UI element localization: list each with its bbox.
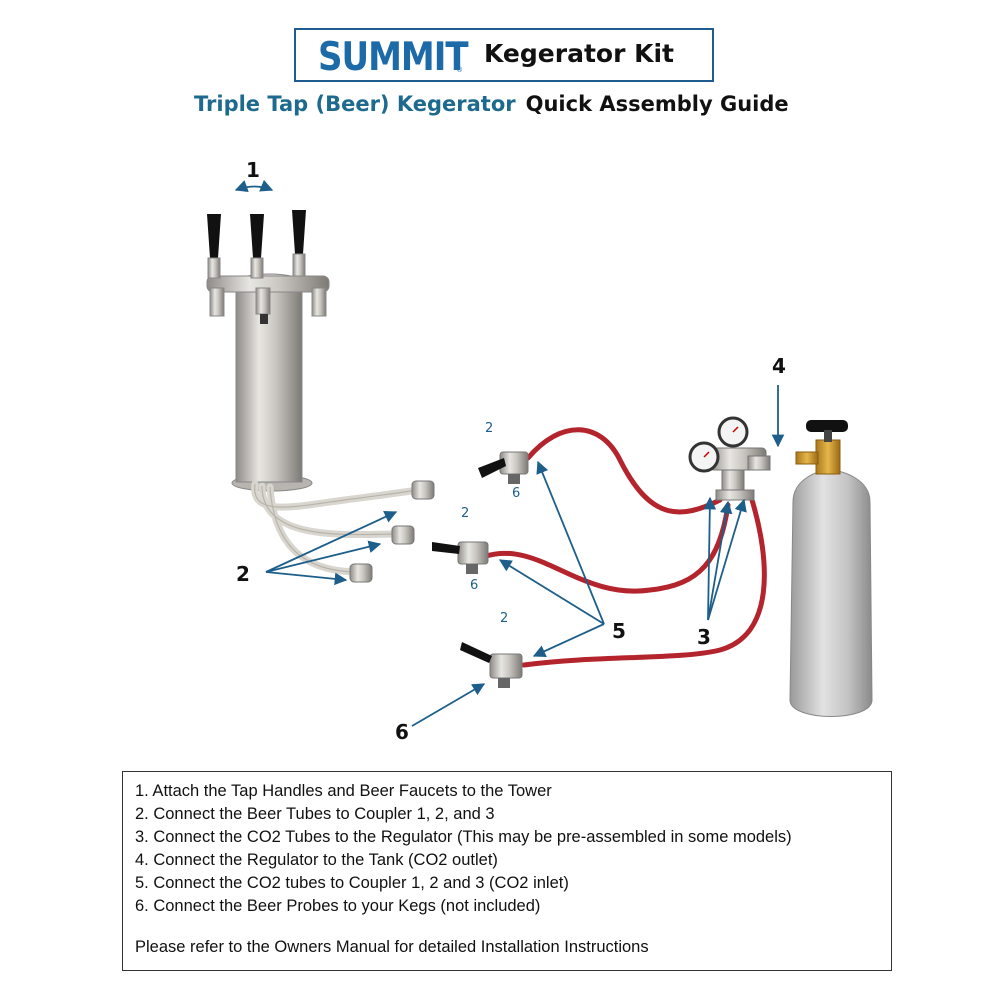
owners-manual-note: Please refer to the Owners Manual for de… bbox=[135, 938, 649, 956]
instruction-step-6: 6. Connect the Beer Probes to your Kegs … bbox=[135, 897, 541, 915]
arrow-3c bbox=[707, 498, 747, 621]
arrow-5b bbox=[498, 559, 605, 625]
coupler-top-label-2: 2 bbox=[485, 421, 493, 436]
arrow-6 bbox=[411, 683, 486, 727]
instruction-step-2: 2. Connect the Beer Tubes to Coupler 1, … bbox=[135, 805, 495, 823]
callout-6: 6 bbox=[395, 720, 409, 744]
co2-hoses bbox=[483, 427, 767, 668]
summit-logo: SUMMIT bbox=[318, 34, 469, 81]
tank-valve-knob bbox=[806, 420, 848, 432]
coupler-middle-label-2: 2 bbox=[461, 506, 469, 521]
arrow-3b bbox=[707, 500, 733, 621]
instruction-step-4: 4. Connect the Regulator to the Tank (CO… bbox=[135, 851, 498, 869]
kit-title: Kegerator Kit bbox=[484, 39, 674, 68]
coupler-top bbox=[478, 451, 529, 484]
tap-handles bbox=[207, 210, 306, 279]
header-box: SUMMIT ® Kegerator Kit bbox=[294, 28, 714, 82]
co2-tank bbox=[789, 420, 873, 717]
coupler-top-label-6: 6 bbox=[512, 486, 520, 501]
coupler-middle bbox=[432, 541, 489, 574]
coupler-bottom-label-2: 2 bbox=[500, 611, 508, 626]
co2-regulator bbox=[688, 416, 771, 501]
logo-registered-mark: ® bbox=[456, 66, 463, 74]
beer-tower bbox=[206, 210, 330, 492]
callout-3: 3 bbox=[697, 625, 711, 649]
callout-4: 4 bbox=[772, 354, 786, 378]
coupler-middle-label-6: 6 bbox=[470, 578, 478, 593]
arrow-2b bbox=[265, 540, 382, 573]
callout-5: 5 bbox=[612, 619, 626, 643]
page-subtitle: Triple Tap (Beer) Kegerator Quick Assembl… bbox=[194, 92, 789, 116]
tap-faucets bbox=[206, 275, 330, 324]
arrow-5a bbox=[536, 460, 605, 625]
callout-2: 2 bbox=[236, 562, 250, 586]
instructions-box: 1. Attach the Tap Handles and Beer Fauce… bbox=[122, 771, 892, 971]
instruction-step-1: 1. Attach the Tap Handles and Beer Fauce… bbox=[135, 782, 552, 800]
subtitle-guide: Quick Assembly Guide bbox=[525, 92, 789, 116]
tower-column bbox=[235, 281, 303, 483]
arrow-1 bbox=[234, 179, 274, 192]
arrow-3a bbox=[703, 496, 717, 621]
instruction-step-5: 5. Connect the CO2 tubes to Coupler 1, 2… bbox=[135, 874, 569, 892]
arrow-5c bbox=[532, 623, 605, 658]
instruction-step-3: 3. Connect the CO2 Tubes to the Regulato… bbox=[135, 828, 792, 846]
arrow-2c bbox=[265, 571, 348, 586]
subtitle-product: Triple Tap (Beer) Kegerator bbox=[194, 92, 516, 116]
callout-1: 1 bbox=[246, 158, 260, 182]
beer-tube-fittings bbox=[349, 480, 435, 583]
assembly-diagram: 1 2 3 4 5 6 2 6 2 6 2 bbox=[206, 158, 873, 744]
coupler-bottom bbox=[460, 642, 523, 688]
arrow-2a bbox=[265, 511, 398, 573]
